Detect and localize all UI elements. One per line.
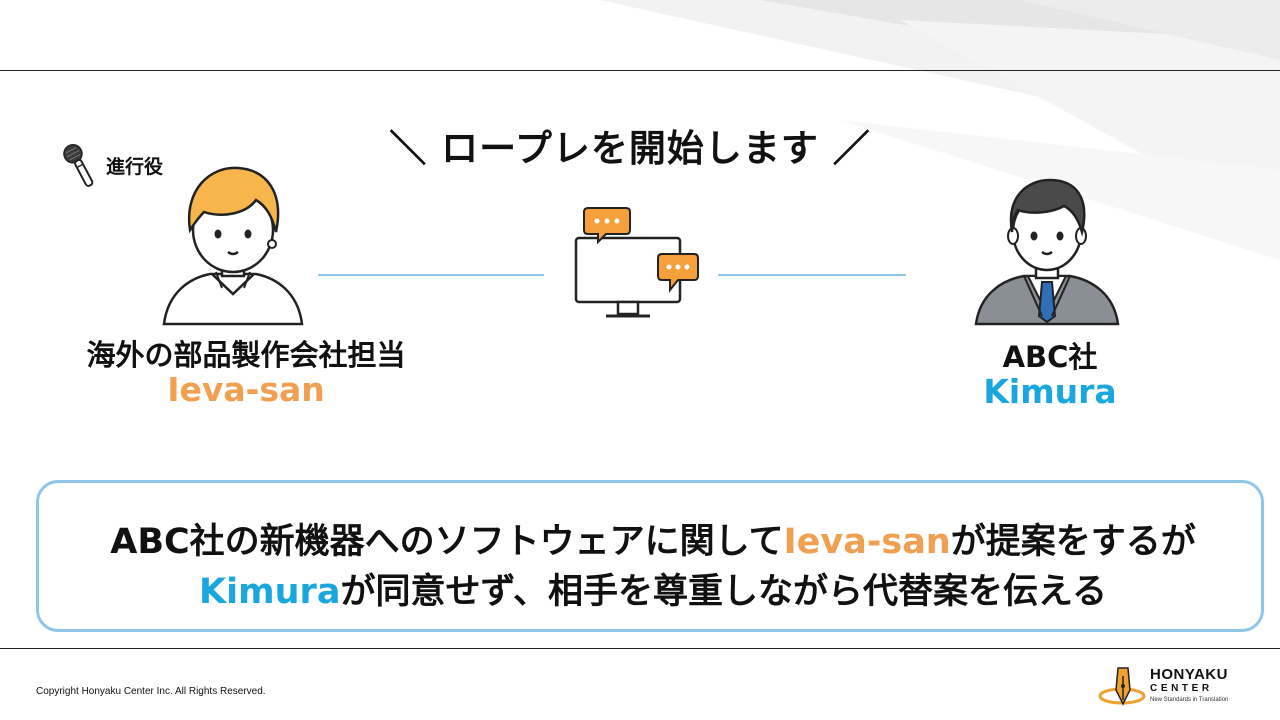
slide-title: ＼ ロープレを開始します ／ [389, 127, 871, 170]
header-rule [0, 70, 1280, 71]
left-person-company: 海外の部品製作会社担当 [86, 338, 406, 372]
right-person-name: Kimura [983, 372, 1117, 411]
scenario-line-1: ABC社の新機器へのソフトウェアに関してIeva-sanが提案をするが [39, 513, 1267, 564]
microphone-icon [63, 144, 94, 187]
woman-avatar-icon [162, 166, 304, 326]
scenario-highlight-name: Ieva-san [783, 522, 951, 562]
logo-tagline: New Standards in Translation [1150, 697, 1229, 703]
pen-nib-logo-icon [1098, 667, 1146, 706]
scenario-box: ABC社の新機器へのソフトウェアに関してIeva-sanが提案をするが Kimu… [36, 480, 1264, 632]
company-logo: HONYAKU CENTER New Standards in Translat… [1098, 664, 1248, 710]
connector-line-left [318, 274, 544, 276]
footer-rule [0, 648, 1280, 649]
facilitator-role-label: 進行役 [106, 156, 164, 178]
scenario-text: ABC社の新機器へのソフトウェアに関して [110, 522, 784, 562]
scenario-text: が同意せず、相手を尊重しながら代替案を伝える [340, 572, 1107, 612]
scenario-text: が提案をするが [950, 522, 1196, 562]
copyright-text: Copyright Honyaku Center Inc. All Rights… [36, 686, 266, 697]
left-person-name: Ieva-san [167, 370, 325, 409]
logo-wordmark-top: HONYAKU [1150, 666, 1228, 683]
connector-line-right [718, 274, 906, 276]
monitor-chat-icon [574, 207, 699, 318]
right-person-company: ABC社 [1002, 340, 1098, 374]
logo-wordmark-bottom: CENTER [1150, 683, 1213, 694]
businessman-avatar-icon [974, 178, 1120, 326]
scenario-line-2: Kimuraが同意せず、相手を尊重しながら代替案を伝える [39, 563, 1267, 614]
scenario-highlight-name: Kimura [199, 572, 341, 612]
